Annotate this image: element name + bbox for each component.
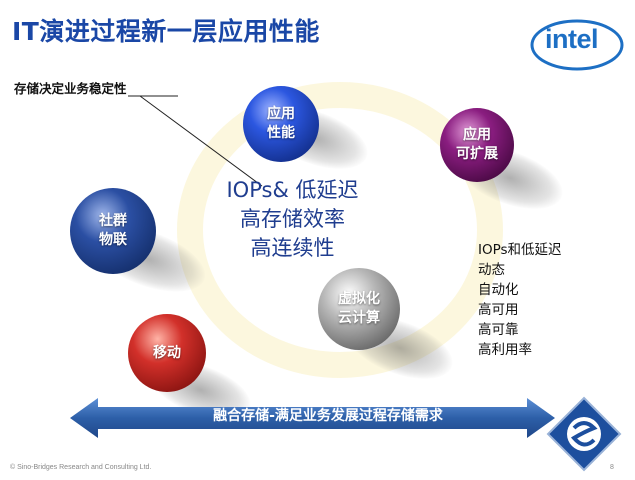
sphere-virtualization-label: 虚拟化 云计算: [338, 291, 380, 326]
feature-list-item: 高可用: [478, 302, 519, 318]
feature-list: IOPs和低延迟 动态 自动化 高可用 高可靠 高利用率: [478, 240, 562, 360]
callout-label: 存储决定业务稳定性: [14, 81, 127, 96]
feature-list-item: 高利用率: [478, 342, 532, 358]
feature-list-item: 自动化: [478, 282, 519, 298]
sphere-mobile: 移动: [128, 314, 206, 392]
sino-bridges-logo: [546, 396, 622, 472]
sphere-app-performance-label: 应用 性能: [267, 106, 295, 141]
intel-logo-text: intel: [545, 24, 599, 54]
center-text: IOPs& 低延迟 高存储效率 高连续性: [205, 176, 380, 263]
sphere-app-scaling-label: 应用 可扩展: [456, 127, 498, 162]
sphere-social-iot: 社群 物联: [70, 188, 156, 274]
sphere-mobile-label: 移动: [153, 344, 181, 361]
sphere-social-iot-label: 社群 物联: [99, 213, 127, 248]
arrow-label: 融合存储-满足业务发展过程存储需求: [213, 408, 443, 424]
double-arrow-shape: [70, 398, 555, 438]
slide-title: IT演进过程新一层应用性能: [12, 17, 320, 46]
sphere-app-performance: 应用 性能: [243, 86, 319, 162]
center-line: 高存储效率: [240, 207, 345, 231]
sphere-virtualization: 虚拟化 云计算: [318, 268, 400, 350]
callout-line-diagonal: [139, 95, 263, 187]
background-arc-glow: [177, 82, 503, 378]
center-line: IOPs& 低延迟: [226, 178, 359, 202]
footer-copyright: © Sino-Bridges Research and Consulting L…: [10, 464, 152, 471]
feature-list-item: IOPs和低延迟: [478, 242, 562, 258]
intel-logo: [530, 19, 624, 71]
feature-list-item: 高可靠: [478, 322, 519, 338]
page-number: 8: [610, 464, 614, 471]
center-line: 高连续性: [250, 236, 335, 260]
feature-list-item: 动态: [478, 262, 505, 278]
sphere-app-scaling: 应用 可扩展: [440, 108, 514, 182]
